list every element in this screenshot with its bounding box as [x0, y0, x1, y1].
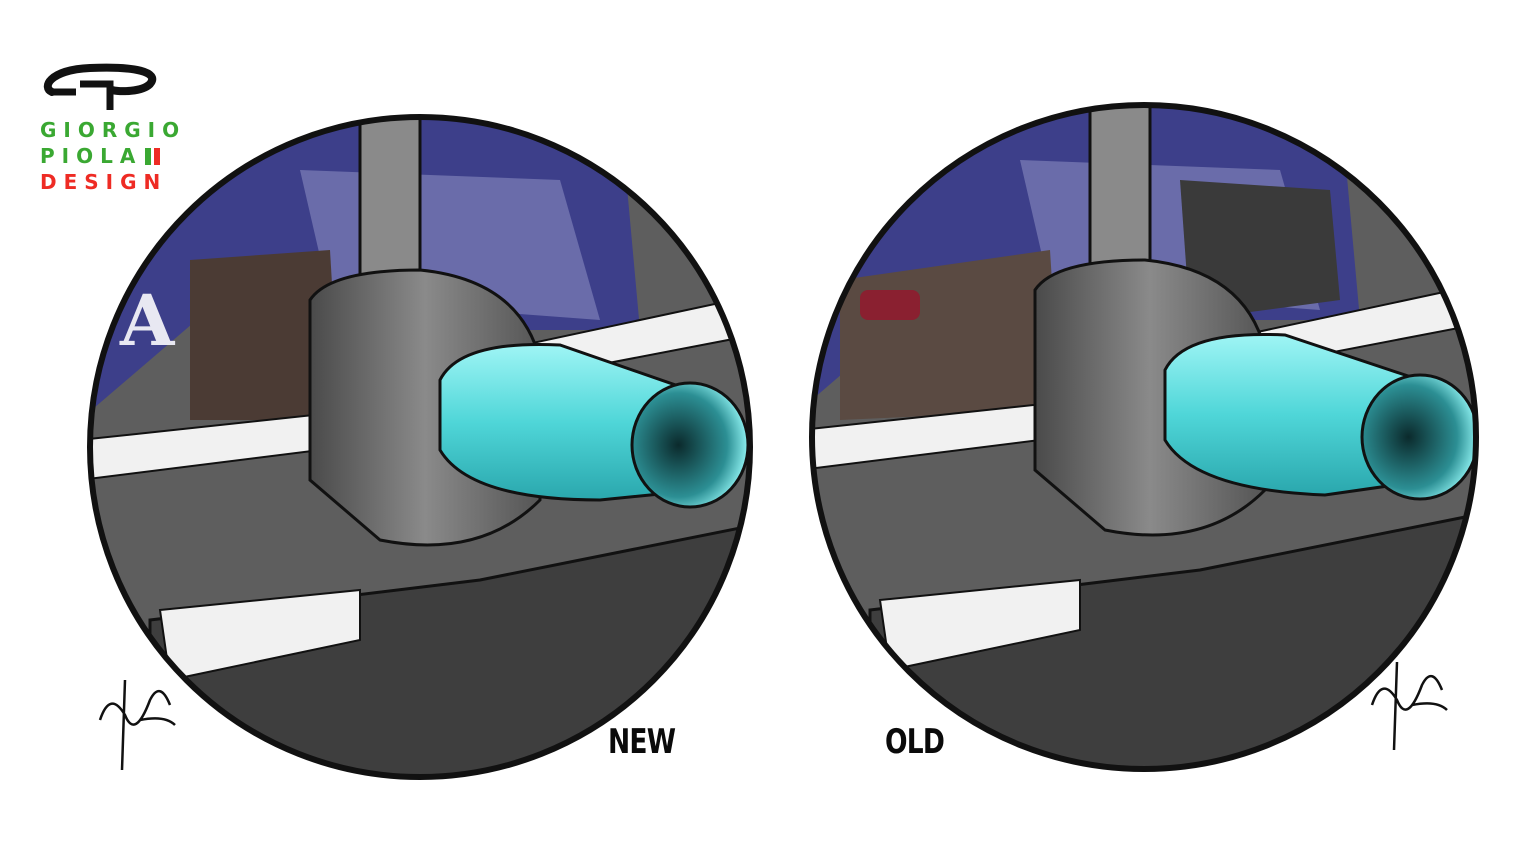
- pillar: [1088, 105, 1152, 272]
- panel-new-illustration: A: [90, 117, 750, 777]
- gp-monogram-icon: [43, 63, 156, 110]
- signature-old: [1370, 661, 1448, 751]
- flag-red-stripe: [154, 148, 161, 165]
- duct-outlet: [1360, 373, 1476, 501]
- suspension-internals: [190, 250, 340, 420]
- damper-canister: [860, 290, 920, 320]
- logo-line-piola: PIOLA: [40, 143, 170, 169]
- label-old: OLD: [885, 722, 945, 762]
- suspension-internals: [840, 250, 1060, 420]
- giorgio-piola-design-logo: GIORGIO PIOLA DESIGN: [40, 62, 187, 195]
- label-new: NEW: [608, 722, 676, 762]
- panel-new-frame: [87, 114, 753, 780]
- flag-green-stripe: [145, 148, 152, 165]
- logo-line-giorgio: GIORGIO: [40, 118, 187, 142]
- logo-line-design: DESIGN: [40, 170, 168, 194]
- signature-new: [98, 679, 176, 771]
- pillar: [358, 117, 422, 282]
- duct-outlet: [630, 381, 750, 509]
- panel-old-frame: [809, 102, 1479, 772]
- logo-text-piola: PIOLA: [40, 144, 143, 168]
